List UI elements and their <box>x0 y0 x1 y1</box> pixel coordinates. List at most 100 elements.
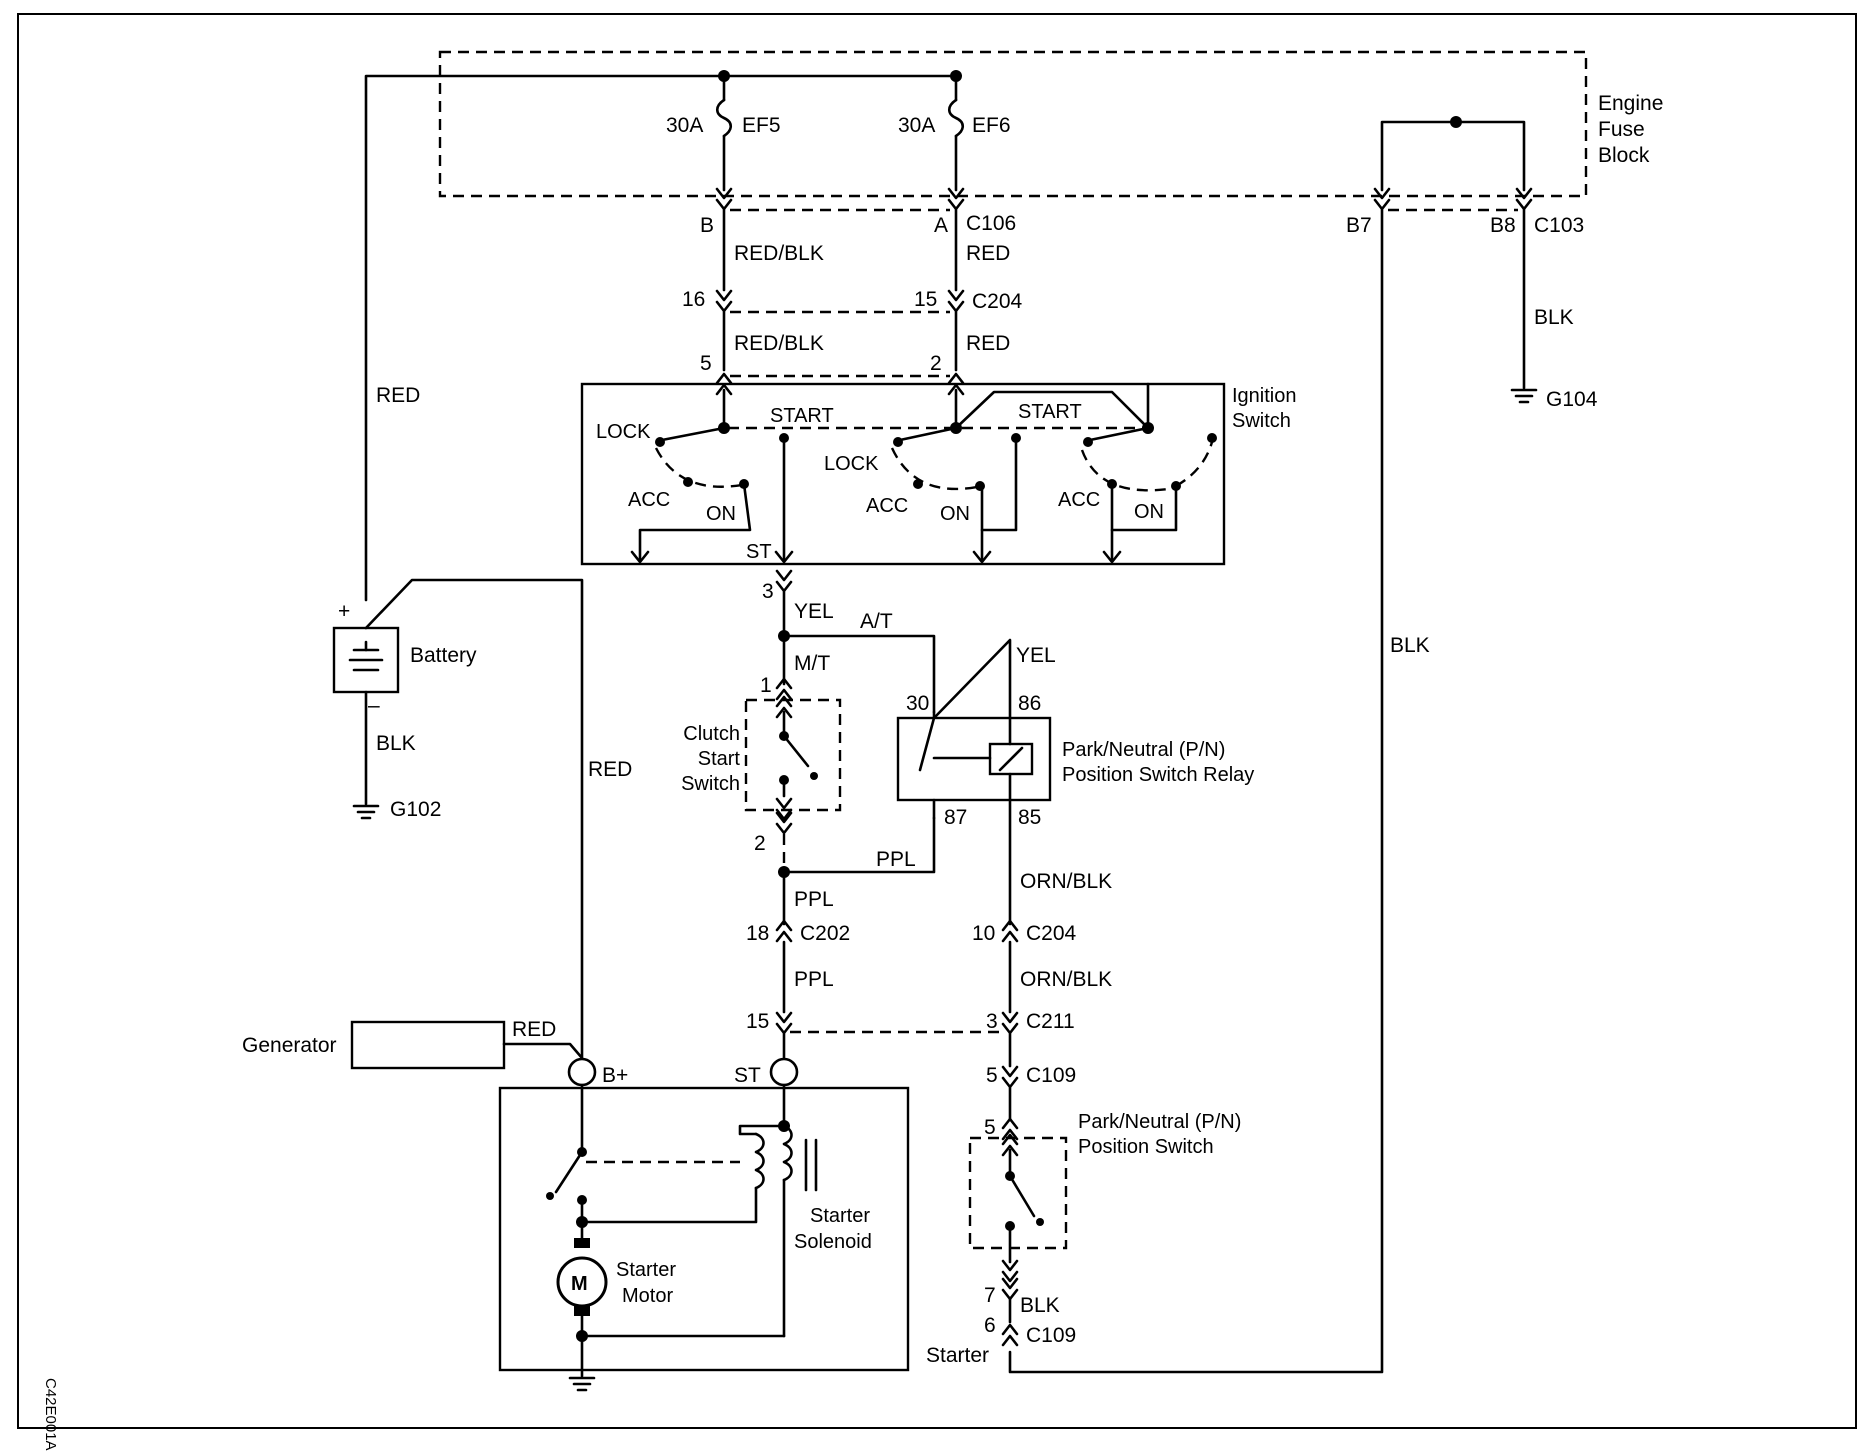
acc-label-1: ACC <box>628 489 670 511</box>
battery-label: Battery <box>410 644 477 667</box>
yel-label-2: YEL <box>1016 644 1056 667</box>
st-label: ST <box>746 541 772 563</box>
c103-label: C103 <box>1534 214 1584 237</box>
pin-87: 87 <box>944 806 967 829</box>
b-plus-label: B+ <box>602 1064 628 1087</box>
blk-label-long: BLK <box>1390 634 1430 657</box>
ef6-label: EF6 <box>972 114 1011 137</box>
pin-1: 1 <box>760 674 772 697</box>
red-label-generator: RED <box>512 1018 556 1041</box>
pin-15-bottom: 15 <box>746 1010 769 1033</box>
lock-label-1: LOCK <box>596 421 651 443</box>
pn-position-switch <box>968 1136 1068 1250</box>
ppl-label-1: PPL <box>876 848 916 871</box>
ground-starter <box>568 1376 596 1392</box>
orn-blk-label-2: ORN/BLK <box>1020 968 1112 991</box>
generator <box>350 1020 506 1070</box>
on-label-1: ON <box>706 503 736 525</box>
red-label-battery: RED <box>376 384 420 407</box>
ef5-rating: 30A <box>666 114 703 137</box>
c204-label-top: C204 <box>972 290 1023 313</box>
c106-label: C106 <box>966 212 1016 235</box>
mt-label: M/T <box>794 652 830 675</box>
on-label-2: ON <box>940 503 970 525</box>
pin-7: 7 <box>984 1284 996 1307</box>
g102-label: G102 <box>390 798 441 821</box>
pin-b: B <box>700 214 714 237</box>
pin-3-yel: 3 <box>762 580 774 603</box>
start-label-1: START <box>770 405 834 427</box>
starter-label: Starter <box>926 1344 989 1367</box>
clutch-start-switch <box>744 698 842 812</box>
acc-label-2: ACC <box>866 495 908 517</box>
pin-5-pn: 5 <box>984 1116 996 1139</box>
engine-fuse-block <box>438 50 1588 198</box>
pin-10: 10 <box>972 922 995 945</box>
generator-label: Generator <box>242 1034 337 1057</box>
orn-blk-label-1: ORN/BLK <box>1020 870 1112 893</box>
ground-g102 <box>352 804 380 820</box>
relay-label: Park/Neutral (P/N)Position Switch Relay <box>1062 739 1254 786</box>
yel-label-1: YEL <box>794 600 834 623</box>
start-label-2: START <box>1018 401 1082 423</box>
pin-6: 6 <box>984 1314 996 1337</box>
c202-label: C202 <box>800 922 850 945</box>
diagram-frame <box>17 13 1857 1429</box>
fuse-ef6 <box>947 98 965 138</box>
diagram-code: C42E001A <box>42 1378 59 1451</box>
pin-15-top: 15 <box>914 288 937 311</box>
pin-85: 85 <box>1018 806 1041 829</box>
c109-label-2: C109 <box>1026 1324 1076 1347</box>
at-label: A/T <box>860 610 893 633</box>
pin-86: 86 <box>1018 692 1041 715</box>
pin-3-c211: 3 <box>986 1010 998 1033</box>
lock-label-2: LOCK <box>824 453 879 475</box>
pin-16: 16 <box>682 288 705 311</box>
starter-assembly <box>498 1086 910 1372</box>
pin-18: 18 <box>746 922 769 945</box>
ppl-label-3: PPL <box>794 968 834 991</box>
pin-a: A <box>934 214 948 237</box>
ef5-label: EF5 <box>742 114 781 137</box>
red-blk-label-1: RED/BLK <box>734 242 824 265</box>
battery-plus: + <box>338 600 350 623</box>
battery-red-wire <box>364 74 958 602</box>
red-label-1: RED <box>966 242 1010 265</box>
blk-label-battery: BLK <box>376 732 416 755</box>
ppl-label-2: PPL <box>794 888 834 911</box>
motor-symbol: M <box>571 1273 588 1295</box>
pin-5-top: 5 <box>700 352 712 375</box>
c211-label: C211 <box>1026 1010 1075 1033</box>
blk-starter-return-wire <box>1008 208 1384 1374</box>
st-terminal-label: ST <box>734 1064 761 1087</box>
blk-label-pn: BLK <box>1020 1294 1060 1317</box>
pn-switch-label: Park/Neutral (P/N)Position Switch <box>1078 1111 1241 1158</box>
ef6-rating: 30A <box>898 114 935 137</box>
pin-b8: B8 <box>1490 214 1516 237</box>
red-blk-label-2: RED/BLK <box>734 332 824 355</box>
on-label-3: ON <box>1134 501 1164 523</box>
st-terminal <box>769 1057 799 1087</box>
red-label-2: RED <box>966 332 1010 355</box>
g104-label: G104 <box>1546 388 1598 411</box>
blk-label-c103: BLK <box>1534 306 1574 329</box>
acc-label-3: ACC <box>1058 489 1100 511</box>
pn-position-switch-relay <box>896 716 1052 802</box>
pin-5-c109: 5 <box>986 1064 998 1087</box>
battery-minus: – <box>368 694 380 717</box>
ground-g104 <box>1510 388 1538 404</box>
c109-label-1: C109 <box>1026 1064 1076 1087</box>
b-plus-terminal <box>567 1057 597 1087</box>
pin-30: 30 <box>906 692 929 715</box>
pin-2-top: 2 <box>930 352 942 375</box>
red-label-starter: RED <box>588 758 632 781</box>
battery-to-starter-red <box>364 578 584 1060</box>
fuse-ef5 <box>715 98 733 138</box>
ignition-switch-box <box>580 382 1226 566</box>
